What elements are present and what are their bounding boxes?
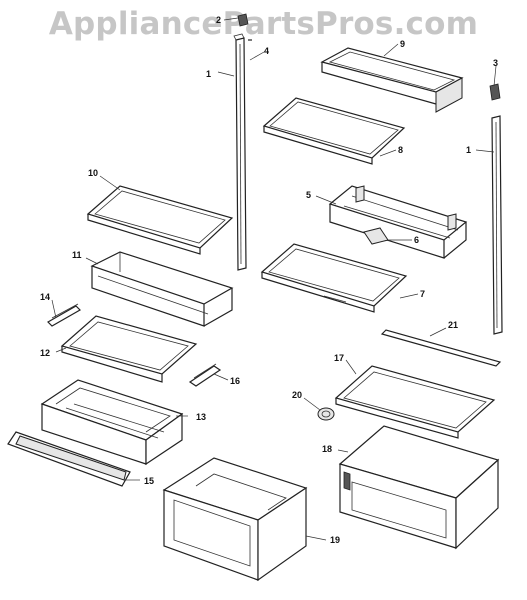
callout-17: 17 (334, 353, 344, 363)
callout-4: 4 (264, 46, 269, 56)
callout-10: 10 (88, 168, 98, 178)
callout-18: 18 (322, 444, 332, 454)
callout-21: 21 (448, 320, 458, 330)
part-8-glass-shelf[interactable] (262, 97, 406, 165)
watermark-logo: AppliancePartsPros.com (48, 6, 479, 42)
callout-16: 16 (230, 376, 240, 386)
callout-6: 6 (414, 235, 419, 245)
part-10-glass-shelf[interactable] (86, 185, 234, 255)
part-20-knob[interactable] (317, 407, 335, 421)
part-19-pan[interactable] (162, 457, 308, 582)
callout-8: 8 (398, 145, 403, 155)
part-14-drawer-front[interactable] (7, 431, 131, 487)
callout-13: 13 (196, 412, 206, 422)
part-12-drawer-cover[interactable] (60, 315, 198, 383)
part-11-drawer-frame[interactable] (90, 251, 234, 327)
callout-3: 3 (493, 58, 498, 68)
part-6-slide-clip[interactable] (363, 227, 389, 245)
part-1-right-rail[interactable] (491, 115, 503, 335)
part-13-crisper-drawer[interactable] (40, 379, 184, 466)
part-2-cap[interactable] (237, 13, 249, 27)
part-17-glass-cover[interactable] (334, 365, 496, 439)
part-3-clip[interactable] (489, 83, 501, 101)
part-9-shelf[interactable] (320, 47, 464, 113)
callout-19: 19 (330, 535, 340, 545)
part-18-drawer-housing[interactable] (338, 425, 500, 550)
callout-1-right: 1 (466, 145, 471, 155)
callout-9: 9 (400, 39, 405, 49)
part-5-shelf-frame[interactable] (328, 185, 468, 259)
part-15-slide-rail[interactable] (47, 303, 81, 327)
callout-14: 15 (144, 476, 154, 486)
callout-11: 11 (72, 250, 82, 260)
callout-5: 5 (306, 190, 311, 200)
callout-1-left: 1 (206, 69, 211, 79)
callout-2: 2 (216, 15, 221, 25)
callout-20: 20 (292, 390, 302, 400)
part-7-glass-shelf[interactable] (260, 243, 408, 313)
callout-12: 12 (40, 348, 50, 358)
part-1-left-rail[interactable] (233, 33, 247, 271)
part-16-slide-rail[interactable] (188, 363, 222, 387)
part-21-trim[interactable] (380, 329, 502, 367)
callout-12-15: 14 (40, 292, 50, 302)
leader-lines (51, 17, 497, 541)
callout-7: 7 (420, 289, 425, 299)
callout-labels: 1 1 2 3 4 5 6 7 8 9 10 11 14 12 13 15 16… (40, 15, 498, 545)
